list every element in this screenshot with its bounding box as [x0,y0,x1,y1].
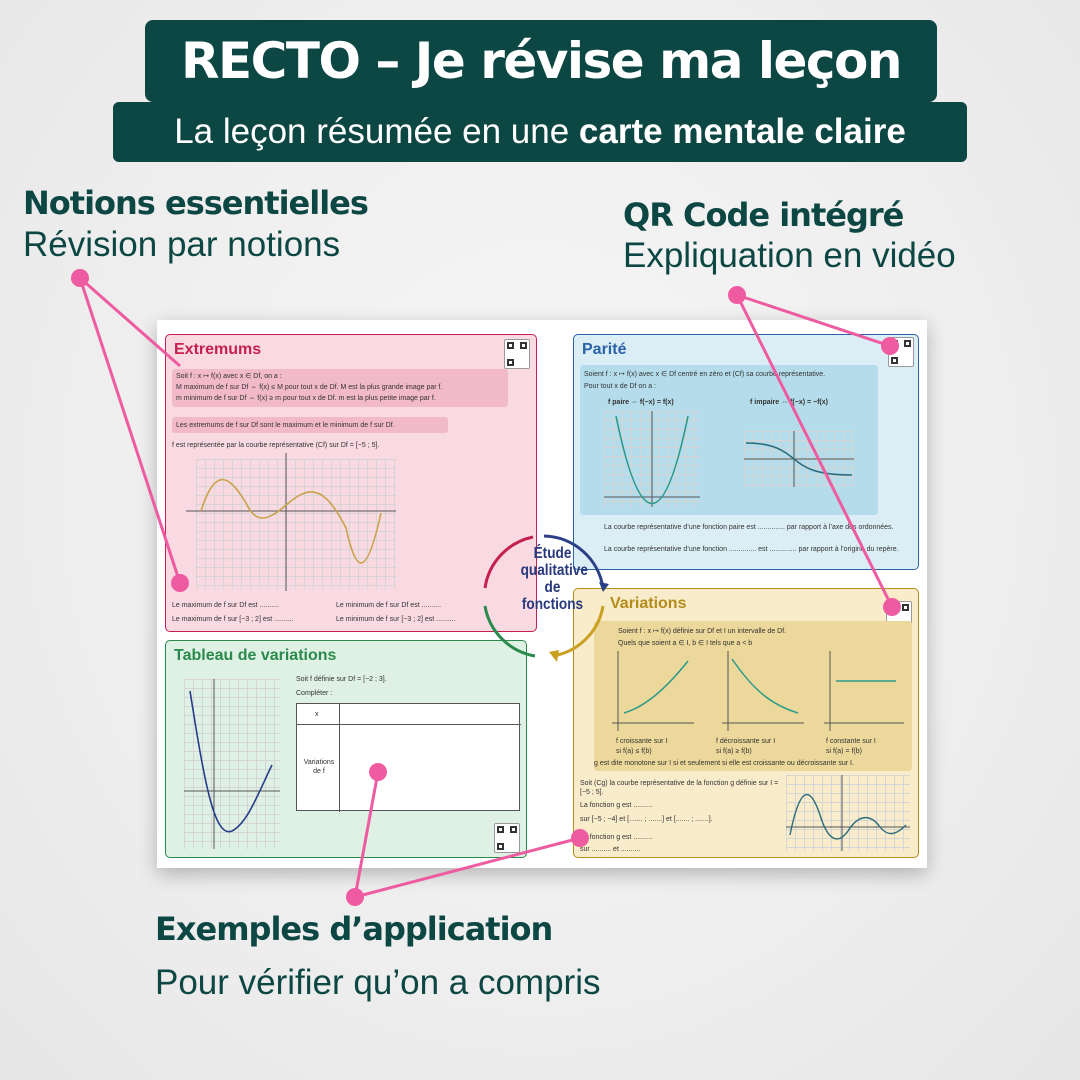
tableau-grid [184,679,280,849]
variations-c3a: f constante sur I [826,738,876,745]
connector-dot [71,269,89,287]
variations-ex1: Soit (Cg) la courbe représentative de la… [580,780,779,796]
variation-table[interactable]: x Variations de f [296,703,521,812]
table-divider [297,724,521,725]
variations-ex2: La fonction g est .......... [580,802,653,809]
center-title: Étude qualitative de fonctions [520,545,588,613]
panel-tableau: Tableau de variations Soit f définie sur… [165,640,527,858]
subtitle-lead: La leçon résumée en une [174,112,570,151]
variations-title: Variations [610,595,687,612]
connector-dot [883,598,901,616]
qr-code-icon[interactable] [494,823,520,853]
extremums-note-box [172,417,448,433]
parite-intro: Soient f : x ↦ f(x) avec x ∈ Df centré e… [584,371,826,378]
connector-dot [571,829,589,847]
parite-q2: La courbe représentative d’une fonction … [604,546,899,553]
page-title: RECTO – Je révise ma leçon [145,20,937,102]
qr-text: Expliquation en vidéo [623,236,956,275]
qr-code-icon[interactable] [504,339,530,369]
extremums-graph [186,453,396,591]
variations-intro: Soient f : x ↦ f(x) définie sur Df et I … [618,628,787,635]
extremums-title: Extremums [174,341,262,358]
extremums-q4: Le minimum de f sur [−3 ; 2] est .......… [336,616,456,623]
subtitle-bold: carte mentale claire [578,112,906,151]
variations-ex4: La fonction g est .......... [580,834,653,841]
exemples-heading: Exemples d’application [155,910,553,948]
connector-dot [881,337,899,355]
connector-dot [369,763,387,781]
extremums-grid [196,459,396,589]
extremums-q1: Le maximum de f sur Df est .......... [172,602,279,609]
table-divider [339,704,340,812]
variations-definition-box [594,621,912,771]
tableau-intro: Soit f définie sur Df = [−2 ; 3]. [296,676,387,683]
connector-dot [728,286,746,304]
panel-parite: Parité Soient f : x ↦ f(x) avec x ∈ Df c… [573,334,919,570]
variations-c3b: si f(a) = f(b) [826,748,862,755]
variations-c1a: f croissante sur I [616,738,668,745]
extremums-def1: Soit f : x ↦ f(x) avec x ∈ Df, on a : [176,373,282,380]
variations-c2a: f décroissante sur I [716,738,776,745]
parite-q1: La courbe représentative d’une fonction … [604,524,894,531]
paire-graph [604,411,700,507]
variations-mono: g est dite monotone sur I si et seulemen… [594,760,854,767]
parite-paire: f paire ⇔ f(−x) = f(x) [608,399,674,406]
center-cycle-arrows [483,534,609,662]
extremums-definition-box [172,369,508,407]
connector-dot [171,574,189,592]
exemples-text: Pour vérifier qu’on a compris [155,963,601,1002]
variations-example-grid [786,775,910,851]
panel-extremums: Extremums Soit f : x ↦ f(x) avec x ∈ Df,… [165,334,537,632]
tableau-task: Compléter : [296,690,333,697]
variations-intro2: Quels que soient a ∈ I, b ∈ I tels que a… [618,640,753,647]
panel-variations: Variations Soient f : x ↦ f(x) définie s… [573,588,919,858]
variations-c2b: si f(a) ≥ f(b) [716,748,752,755]
table-row-variations: Variations de f [303,759,335,775]
variations-ex5: sur .......... et .......... [580,846,641,853]
qr-heading: QR Code intégré [623,196,904,234]
tableau-graph [184,679,280,849]
extremums-q3: Le maximum de f sur [−3 ; 2] est .......… [172,616,294,623]
extremums-note: Les extremums de f sur Df sont le maximu… [176,422,395,429]
extremums-def2: M maximum de f sur Df ⇔ f(x) ≤ M pour to… [176,384,443,391]
revision-sheet: Extremums Soit f : x ↦ f(x) avec x ∈ Df,… [157,320,927,868]
tableau-title: Tableau de variations [174,647,337,664]
variations-c1b: si f(a) ≤ f(b) [616,748,652,755]
variations-graphs [612,651,904,731]
connector-dot [346,888,364,906]
parite-intro2: Pour tout x de Df on a : [584,383,656,390]
extremums-q2: Le minimum de f sur Df est .......... [336,602,442,609]
notions-text: Révision par notions [23,225,341,264]
page-subtitle: La leçon résumée en une carte mentale cl… [113,102,967,162]
variations-ex3: sur [−5 ; −4] et [....... ; .......] et … [580,816,713,823]
notions-heading: Notions essentielles [23,184,369,222]
variations-example-graph [786,775,910,851]
extremums-def3: m minimum de f sur Df ⇔ f(x) ≥ m pour to… [176,395,436,402]
extremums-curve-text: f est représentée par la courbe représen… [172,442,380,449]
table-row-x: x [315,711,319,718]
parite-title: Parité [582,341,627,358]
